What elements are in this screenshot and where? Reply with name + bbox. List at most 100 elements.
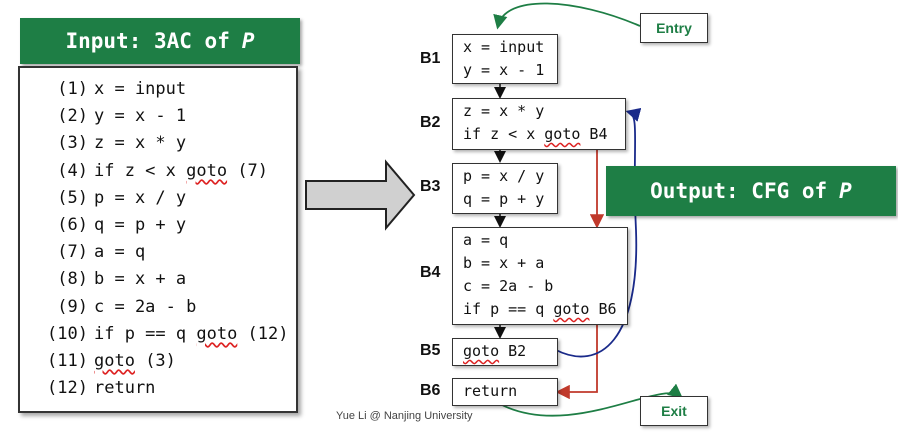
edge-entry-b1 — [493, 2, 641, 30]
block-line: b = x + a — [463, 254, 544, 272]
block-text: y = x - 1 — [463, 61, 545, 79]
line-number: (4) — [57, 160, 88, 181]
code-text: c = 2a - b — [94, 296, 197, 317]
code-keyword: goto — [94, 351, 135, 371]
entry-node: Entry — [640, 13, 708, 43]
footer-credit: Yue Li @ Nanjing University — [336, 410, 473, 422]
output-banner-var: P — [839, 179, 852, 203]
code-line: (9) c = 2a - b — [20, 297, 290, 317]
input-banner: Input: 3AC of P — [20, 18, 300, 64]
code-text-tail: (12) — [237, 323, 289, 344]
code-text: y = x - 1 — [94, 106, 187, 127]
exit-label: Exit — [661, 403, 687, 419]
output-banner-text: Output: CFG of — [650, 179, 828, 203]
code-text: return — [94, 378, 156, 399]
block-text: if z < x — [463, 125, 545, 143]
code-text: a = q — [94, 242, 146, 263]
code-line: (11) goto (3) — [20, 351, 290, 371]
block-label-b6: B6 — [420, 382, 441, 399]
code-text: if z < x — [94, 160, 187, 181]
basic-block-b5: goto B2 — [452, 338, 558, 366]
line-number: (9) — [57, 296, 88, 317]
code-line: (3) z = x * y — [20, 133, 290, 153]
block-text-tail: B2 — [499, 342, 527, 360]
block-text-tail: B4 — [580, 125, 608, 143]
line-number: (11) — [47, 351, 88, 371]
three-address-code-box: (1) x = input (2) y = x - 1 (3) z = x * y (4) i… — [18, 66, 298, 413]
code-line: (2) y = x - 1 — [20, 106, 290, 126]
block-line: a = q — [463, 231, 508, 249]
block-label-b3: B3 — [420, 178, 441, 195]
line-number: (2) — [57, 106, 88, 127]
line-number: (7) — [57, 242, 88, 263]
basic-block-b6: return — [452, 378, 558, 406]
code-text: b = x + a — [94, 269, 187, 290]
code-text: p = x / y — [94, 187, 187, 208]
block-text: a = q — [463, 231, 509, 249]
block-text: q = p + y — [463, 190, 545, 208]
block-label-b1: B1 — [420, 50, 441, 67]
code-line: (7) a = q — [20, 242, 290, 262]
block-line: x = input — [463, 38, 544, 56]
block-text: b = x + a — [463, 254, 545, 272]
block-line: goto B2 — [463, 342, 526, 360]
code-line: (10) if p == q goto (12) — [20, 324, 290, 344]
line-number: (1) — [57, 79, 88, 99]
line-number: (8) — [57, 269, 88, 290]
code-line: (12) return — [20, 378, 290, 398]
block-line: y = x - 1 — [463, 61, 544, 79]
block-line: q = p + y — [463, 190, 544, 208]
block-keyword: goto — [463, 342, 500, 360]
block-keyword: goto — [553, 300, 590, 318]
edge-b6-exit — [499, 383, 683, 417]
edge-b4-b6 — [555, 323, 598, 400]
line-number: (3) — [57, 133, 88, 154]
code-text-tail: (7) — [227, 160, 269, 181]
block-label-b4: B4 — [420, 264, 441, 281]
entry-label: Entry — [656, 20, 692, 36]
block-line: if z < x goto B4 — [463, 125, 608, 143]
input-banner-text: Input: 3AC of — [65, 29, 230, 53]
line-number: (10) — [47, 323, 88, 344]
line-number: (12) — [47, 378, 88, 399]
edge-b5-b2 — [555, 107, 642, 358]
block-line: z = x * y — [463, 102, 544, 120]
input-banner-var: P — [241, 29, 255, 53]
block-label-b2: B2 — [420, 114, 441, 131]
block-text: x = input — [463, 38, 545, 56]
code-keyword: goto — [186, 160, 228, 181]
code-line: (5) p = x / y — [20, 188, 290, 208]
exit-node: Exit — [640, 396, 708, 426]
code-text: z = x * y — [94, 133, 187, 154]
block-text: return — [463, 382, 518, 400]
block-text: c = 2a - b — [463, 277, 554, 295]
code-line: (6) q = p + y — [20, 215, 290, 235]
basic-block-b1: x = input y = x - 1 — [452, 34, 558, 84]
block-keyword: goto — [544, 125, 581, 143]
block-label-b5: B5 — [420, 342, 441, 359]
basic-block-b3: p = x / y q = p + y — [452, 163, 558, 214]
block-line: p = x / y — [463, 167, 544, 185]
code-line: (4) if z < x goto (7) — [20, 161, 290, 181]
code-keyword: goto — [196, 323, 238, 344]
code-line: (1) x = input — [20, 79, 290, 99]
block-line: return — [463, 382, 517, 400]
block-line: if p == q goto B6 — [463, 300, 617, 318]
block-text: p = x / y — [463, 167, 545, 185]
code-text: x = input — [94, 79, 187, 99]
block-text: if p == q — [463, 300, 554, 318]
output-banner: Output: CFG of P — [606, 166, 896, 216]
code-text: if p == q — [94, 323, 197, 344]
block-text-tail: B6 — [589, 300, 617, 318]
block-text: z = x * y — [463, 102, 545, 120]
line-number: (5) — [57, 187, 88, 208]
code-text: q = p + y — [94, 215, 187, 235]
code-text-tail: (3) — [134, 351, 176, 371]
line-number: (6) — [57, 215, 88, 235]
basic-block-b4: a = q b = x + a c = 2a - b if p == q goto B… — [452, 227, 628, 325]
block-line: c = 2a - b — [463, 277, 553, 295]
basic-block-b2: z = x * y if z < x goto B4 — [452, 98, 626, 150]
code-line: (8) b = x + a — [20, 269, 290, 289]
